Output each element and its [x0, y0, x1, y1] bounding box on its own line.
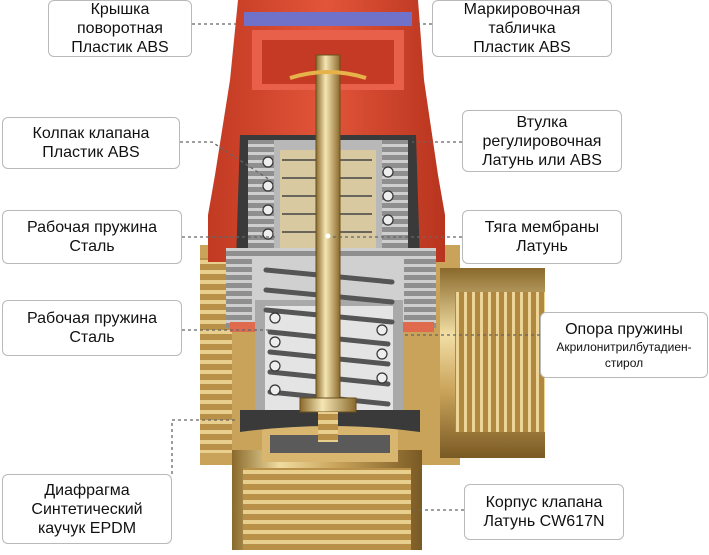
valve-seat: [270, 435, 390, 453]
callout-rod: Тяга мембраны Латунь: [462, 210, 622, 264]
outlet-thread: [455, 292, 545, 432]
callout-diaphragm-line1: Диафрагма: [44, 481, 130, 499]
rod-washer: [299, 397, 357, 413]
callout-spring2-line1: Рабочая пружина: [26, 310, 158, 327]
callout-sleeve-line1: Втулка: [516, 113, 568, 131]
callout-spring1-line2: Сталь: [69, 238, 115, 255]
rod-thread: [318, 412, 338, 442]
callout-support-line1: Опора пружины: [565, 320, 683, 338]
callout-body-line2: Латунь CW617N: [483, 513, 605, 530]
callout-diaphragm-line2: Синтетический: [31, 500, 143, 518]
callout-marking: Маркировочная табличка Пластик ABS: [432, 0, 612, 57]
marking-plate: [244, 12, 412, 26]
callout-body: Корпус клапана Латунь CW617N: [464, 484, 624, 540]
callout-sleeve: Втулка регулировочная Латунь или ABS: [462, 110, 622, 172]
callout-spring2-line2: Сталь: [69, 329, 115, 346]
callout-rod-line2: Латунь: [516, 238, 568, 255]
callout-spring-upper: Рабочая пружина Сталь: [2, 210, 182, 264]
callout-diaphragm-line3: каучук EPDM: [37, 519, 137, 537]
callout-hood-line2: Пластик ABS: [42, 144, 140, 161]
callout-cap-line3: Пластик ABS: [71, 39, 169, 56]
callout-sleeve-line2: регулировочная: [482, 132, 602, 150]
callout-support: Опора пружины Акрилонитрилбутадиен- стир…: [540, 312, 708, 378]
callout-rod-line1: Тяга мембраны: [484, 219, 600, 236]
callout-marking-line2: табличка: [488, 20, 556, 37]
callout-cap-line1: Крышка: [90, 1, 150, 18]
callout-cap-line2: поворотная: [77, 20, 163, 37]
callout-sleeve-line3: Латунь или ABS: [482, 151, 602, 169]
leader-diaphragm: [171, 419, 238, 474]
rod-shaft: [315, 54, 341, 411]
callout-support-line2: Акрилонитрилбутадиен-: [556, 339, 692, 354]
leader-lines: [171, 23, 540, 511]
callout-hood: Колпак клапана Пластик ABS: [2, 117, 180, 169]
callout-marking-line1: Маркировочная: [463, 1, 581, 18]
membrane-rod: [289, 54, 367, 442]
callout-cap: Крышка поворотная Пластик ABS: [48, 0, 192, 57]
inlet-thread: [243, 468, 411, 550]
callout-spring-lower: Рабочая пружина Сталь: [2, 300, 182, 356]
callout-spring1-line1: Рабочая пружина: [26, 219, 158, 236]
spring-coil-ends: [262, 156, 394, 396]
rod-clip: [289, 70, 367, 80]
rod-pointer-dot: [325, 233, 331, 239]
callout-body-line1: Корпус клапана: [485, 494, 603, 511]
callout-marking-line3: Пластик ABS: [473, 39, 571, 56]
callout-hood-line1: Колпак клапана: [32, 125, 150, 142]
leader-hood: [180, 141, 271, 181]
callout-support-line3: стирол: [604, 355, 644, 370]
callout-diaphragm: Диафрагма Синтетический каучук EPDM: [2, 474, 172, 544]
